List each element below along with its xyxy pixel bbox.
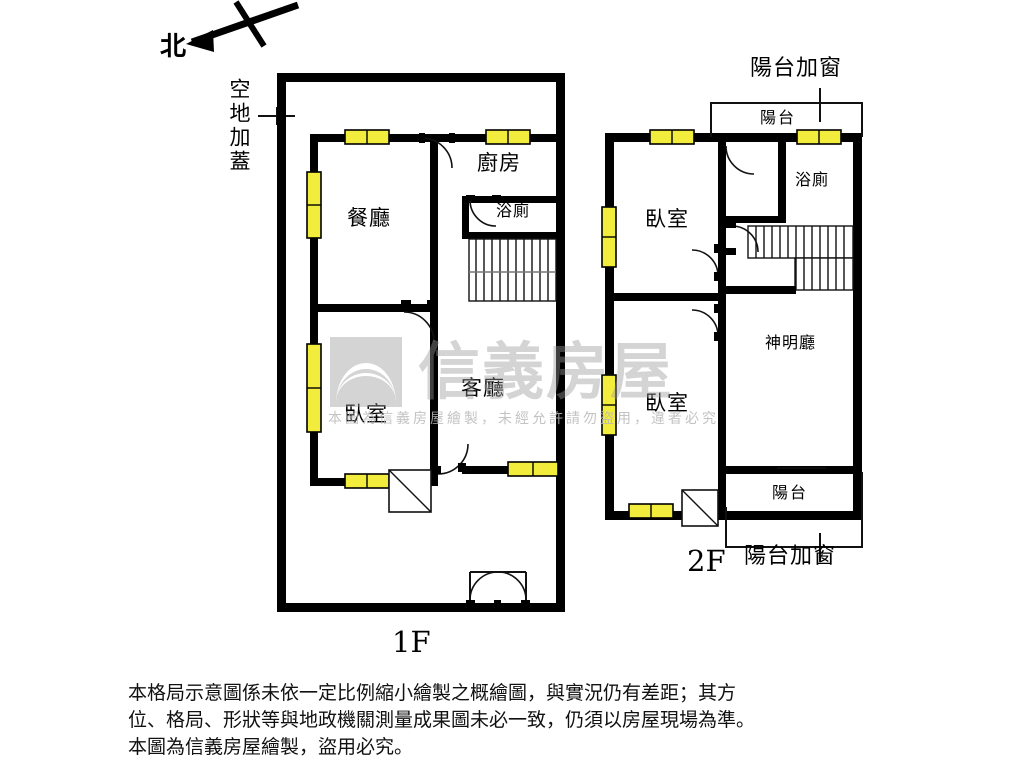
floor1-outer-walls xyxy=(277,73,565,612)
north-arrow-icon xyxy=(186,0,300,52)
balcony-window-bottom-label: 陽台加窗 xyxy=(744,544,837,569)
balcony-window-top-label: 陽台加窗 xyxy=(750,56,843,81)
floor1-bay-window xyxy=(388,469,432,513)
room-label-bedroom-2f-bottom: 臥室 xyxy=(645,391,689,415)
vacant-cover-leader xyxy=(258,107,295,125)
floor1-interior-walls xyxy=(310,134,556,486)
floor2-doors xyxy=(691,133,759,341)
disclaimer-line-1: 本格局示意圖係未依一定比例縮小繪製之概繪圖，與實況仍有差距；其方 xyxy=(128,682,737,704)
floor-label-1f: 1F xyxy=(392,625,431,659)
floor1-doors xyxy=(401,133,530,610)
floor2-outer-walls xyxy=(605,133,862,520)
disclaimer-line-3: 本圖為信義房屋繪製，盜用必究。 xyxy=(128,735,414,758)
north-label: 北 xyxy=(160,32,187,62)
room-label-dining: 餐廳 xyxy=(347,206,391,230)
floor1-staircase xyxy=(468,238,557,302)
room-label-bedroom-2f-top: 臥室 xyxy=(645,207,689,231)
floor1-windows xyxy=(306,129,559,489)
room-label-bath-2f: 浴廁 xyxy=(795,170,830,189)
floor-label-2f: 2F xyxy=(687,544,726,578)
room-label-kitchen: 廚房 xyxy=(477,151,521,175)
floor2-bay-window xyxy=(681,489,719,527)
vacant-cover-label: 空地加蓋 xyxy=(227,78,251,174)
disclaimer-line-2: 位、格局、形狀等與地政機關測量成果圖未必一致，仍須以房屋現場為準。 xyxy=(128,708,756,731)
floor2-windows xyxy=(601,129,842,519)
room-label-bedroom-1f: 臥室 xyxy=(344,402,388,426)
room-label-balcony-bottom: 陽台 xyxy=(772,483,809,502)
room-label-bath-1f: 浴廁 xyxy=(496,201,531,220)
disclaimer: 本格局示意圖係未依一定比例縮小繪製之概繪圖，與實況仍有差距；其方 位、格局、形狀… xyxy=(128,680,898,761)
room-label-balcony-top: 陽台 xyxy=(760,108,797,127)
floor2-staircase xyxy=(726,225,854,294)
watermark-notice: 本圖為信義房屋繪製，未經允許請勿盜用，違者必究 xyxy=(328,411,719,427)
room-label-living: 客廳 xyxy=(461,376,505,400)
floor2-balconies xyxy=(710,102,863,548)
room-label-shrine: 神明廳 xyxy=(765,333,817,352)
floor2-interior-walls xyxy=(605,133,862,520)
